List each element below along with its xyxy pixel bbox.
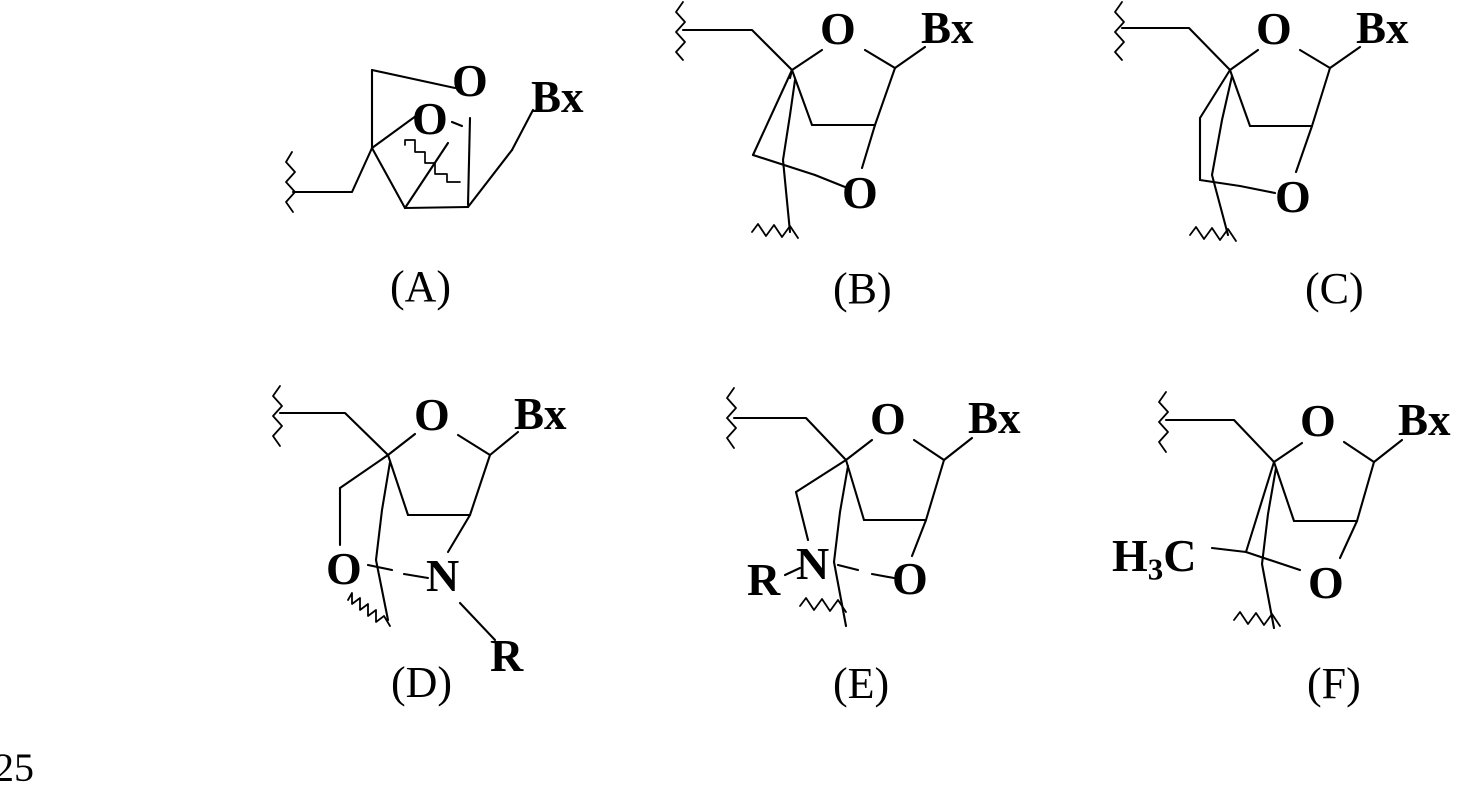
atom-label-o-bridge-d: O [326,543,362,594]
structure-e: O Bx R N O (E) [726,387,1021,708]
atom-label-bx-a: Bx [531,72,584,122]
structure-a: O O Bx (A) [0,0,620,309]
atom-label-r-e: R [747,554,781,605]
atom-label-bx-d: Bx [514,389,567,439]
atom-label-o-bridge-c: O [1275,171,1311,222]
atom-label-n-bridge-d: N [426,550,460,601]
structure-e-bonds [726,387,974,628]
structure-d: O Bx O N R (D) [0,0,620,795]
panel-label-a: (A) [390,262,452,311]
atom-label-bx-f: Bx [1398,395,1451,445]
structure-c-bonds [1114,1,1362,242]
structure-b: O Bx O (B) [0,0,1050,311]
atom-label-bx-c: Bx [1356,3,1409,53]
structure-d-bonds [272,385,520,642]
atom-label-o-bridge-e: O [892,553,928,604]
atom-label-o-ring-a: O [412,93,448,144]
atom-label-n-bridge-e: N [796,538,830,589]
atom-label-o-ring-b: O [820,3,856,54]
panel-label-c: (C) [1305,264,1364,313]
panel-label-f: (F) [1307,659,1361,708]
structure-a-bonds [285,68,535,213]
methyl-subscript: 3 [1147,551,1164,587]
atom-label-o-ring-e: O [870,393,906,444]
methyl-c: C [1163,530,1197,581]
panel-label-d: (D) [391,658,453,707]
atom-label-r-d: R [490,630,524,681]
panel-label-e: (E) [833,659,890,708]
page-number: 25 [0,745,34,790]
atom-label-bx-e: Bx [968,393,1021,443]
atom-label-o-bridge-b: O [842,167,878,218]
atom-label-o-bridge-f: O [1308,557,1344,608]
methyl-h: H [1112,530,1148,581]
atom-label-o-ring-d: O [414,389,450,440]
structure-c: O Bx O (C) [0,0,1457,311]
atom-label-methyl-f: H3C [1112,533,1197,585]
atom-label-bx-b: Bx [921,3,974,53]
structure-b-bonds [675,1,927,239]
atom-label-o-ring-c: O [1256,3,1292,54]
atom-label-o-ring-f: O [1300,395,1336,446]
atom-label-o-bridge-a: O [452,55,488,106]
panel-label-b: (B) [833,264,892,313]
